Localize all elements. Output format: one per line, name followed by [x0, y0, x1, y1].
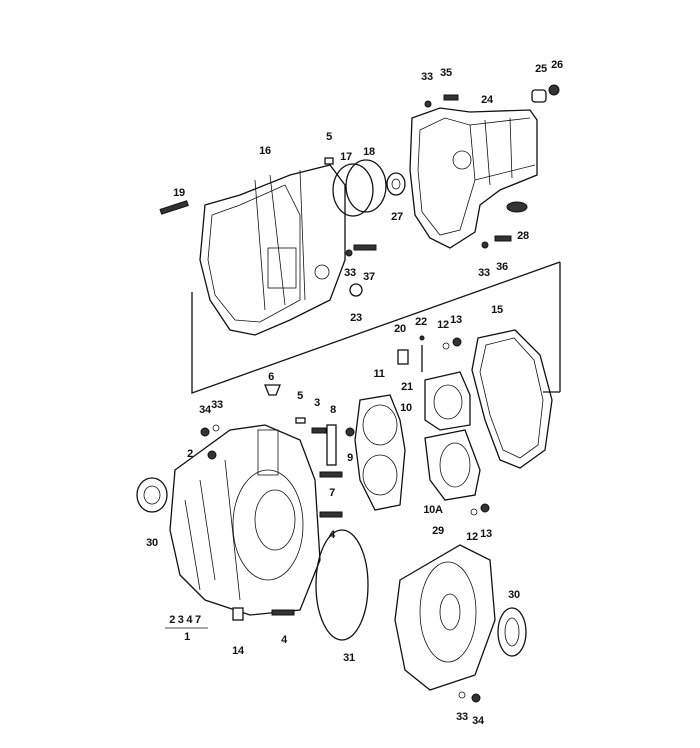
callout-label: 33 — [344, 267, 356, 279]
intermediate-housing-16 — [199, 164, 346, 336]
callout-label: 1 — [184, 631, 190, 643]
nut-34 — [200, 427, 210, 437]
nut-13b — [480, 503, 490, 513]
callout-label: 6 — [268, 371, 274, 383]
stud-19 — [159, 200, 189, 215]
cover-29 — [394, 544, 496, 691]
callout-label: 21 — [401, 381, 413, 393]
gasket-11 — [354, 394, 406, 511]
o-ring-31 — [315, 529, 369, 641]
stud-4b — [271, 609, 295, 616]
callout-label: 34 — [199, 404, 211, 416]
seal-30b — [497, 607, 527, 657]
callout-label: 30 — [508, 589, 520, 601]
washer-33b — [345, 249, 353, 257]
callout-label: 10A — [423, 504, 443, 516]
callout-label: 13 — [480, 528, 492, 540]
callout-label: 17 — [340, 151, 352, 163]
washer-12b — [470, 508, 478, 516]
pin-5 — [324, 157, 334, 165]
seal-30 — [136, 477, 168, 513]
bolt-9 — [345, 427, 355, 437]
stud-4 — [319, 511, 343, 518]
callout-label: 23 — [350, 312, 362, 324]
callout-label: 11 — [373, 368, 385, 380]
nut-13 — [452, 337, 462, 347]
bolt-36 — [494, 235, 512, 242]
washer-33d — [212, 424, 220, 432]
nut-34b — [471, 693, 481, 703]
plug-2 — [207, 450, 217, 460]
callout-label: 24 — [481, 94, 493, 106]
callout-label: 18 — [363, 146, 375, 158]
callout-label: 33 — [478, 267, 490, 279]
callout-label: 12 — [437, 319, 449, 331]
callout-label: 2 3 4 7 — [169, 614, 201, 626]
ring-26 — [548, 84, 560, 96]
callout-label: 5 — [297, 390, 303, 402]
callout-label: 27 — [391, 211, 403, 223]
callout-label: 30 — [146, 537, 158, 549]
callout-label: 14 — [232, 645, 244, 657]
cover-10A — [424, 429, 481, 501]
stud-3 — [311, 427, 327, 434]
cover-10 — [424, 371, 471, 431]
plate-8 — [326, 424, 337, 466]
washer-12 — [442, 342, 450, 350]
callout-label: 28 — [517, 230, 529, 242]
callout-label: 20 — [394, 323, 406, 335]
callout-label: 34 — [472, 715, 484, 727]
switch-20 — [397, 349, 409, 365]
callout-label: 36 — [496, 261, 508, 273]
washer-33e — [458, 691, 466, 699]
callout-label: 4 — [281, 634, 287, 646]
callout-label: 33 — [456, 711, 468, 723]
callout-label: 35 — [440, 67, 452, 79]
filter-28 — [506, 201, 528, 213]
bolt-35 — [443, 94, 459, 101]
callout-label: 31 — [343, 652, 355, 664]
plug-25 — [531, 89, 547, 103]
nut-23 — [349, 283, 363, 297]
callout-label: 9 — [347, 452, 353, 464]
callout-label: 8 — [330, 404, 336, 416]
washer-33c — [481, 241, 489, 249]
plug-6 — [264, 384, 281, 396]
callout-label: 10 — [400, 402, 412, 414]
washer-33 — [424, 100, 432, 108]
callout-label: 4 — [329, 529, 335, 541]
callout-label: 25 — [535, 63, 547, 75]
callout-label: 26 — [551, 59, 563, 71]
ring-17 — [332, 163, 374, 217]
gasket-15 — [471, 329, 553, 469]
housing-cover-24 — [409, 107, 538, 249]
callout-label: 13 — [450, 314, 462, 326]
callout-label: 19 — [173, 187, 185, 199]
callout-label: 16 — [259, 145, 271, 157]
breather-14 — [232, 607, 244, 621]
callout-label: 5 — [326, 131, 332, 143]
seal-27 — [386, 172, 406, 196]
callout-label: 2 — [187, 448, 193, 460]
callout-label: 29 — [432, 525, 444, 537]
callout-label: 15 — [491, 304, 503, 316]
callout-label: 12 — [466, 531, 478, 543]
washer-22 — [419, 335, 425, 341]
transmission-housing-1 — [169, 424, 321, 616]
callout-label: 3 — [314, 397, 320, 409]
stud-7 — [319, 471, 343, 478]
callout-label: 33 — [421, 71, 433, 83]
callout-label: 22 — [415, 316, 427, 328]
callout-label: 37 — [363, 271, 375, 283]
callout-label: 7 — [329, 487, 335, 499]
callout-label: 33 — [211, 399, 223, 411]
group-bracket — [191, 261, 561, 394]
pin-5b — [295, 417, 306, 424]
bolt-37 — [353, 244, 377, 251]
ring-18 — [345, 159, 387, 213]
